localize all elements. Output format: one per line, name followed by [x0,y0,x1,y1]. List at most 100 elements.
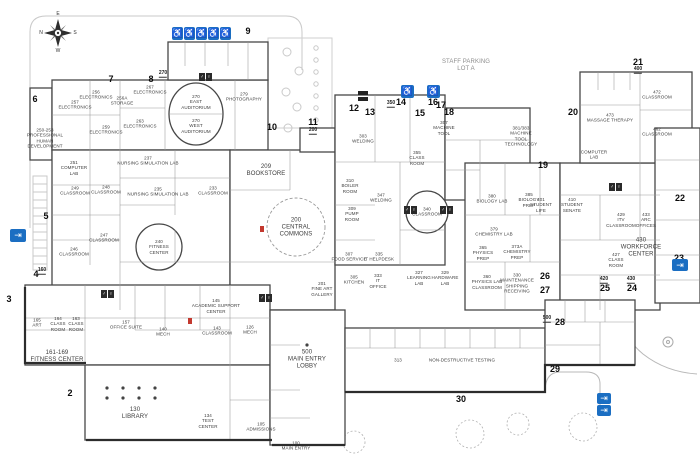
entry-number: 28 [554,317,566,327]
entry-number: 30 [455,394,467,404]
door-number: 200 [308,126,318,135]
entry-number: 11 [308,117,318,127]
staff-parking-label: STAFF PARKING LOT A [441,58,491,72]
automatic-door-icon: ⇥ [672,259,688,271]
wheelchair-accessible-icon: ♿ [219,27,232,40]
room-label: 327 LEARNING LAB [407,270,431,286]
door-number: 420 [599,275,609,284]
wheelchair-accessible-icon: ♿ [427,85,440,98]
room-label: 270 WEST AUDITORIUM [181,118,211,134]
room-label: 462 CLASSROOM [642,126,672,137]
room-label: 251 COMPUTER LAB [60,160,88,176]
room-label: 157 OFFICE SUITE [109,319,143,330]
room-label: 267 ELECTRONICS [133,84,167,95]
room-label: 385 BIOLOGY PREP [518,192,540,208]
library-label: 130 LIBRARY [121,406,149,420]
compass-letter-right: S [73,30,77,36]
room-label: 279 PHOTOGRAPHY [225,91,263,102]
room-label: 250-253 PROFESSIONAL HUMAN DEVELOPMENT [26,127,64,149]
entry-number: 22 [674,193,686,203]
entry-number: 25 [599,283,611,293]
door-number: 270 [158,69,168,78]
room-label: 401 STUDENT LIFE [530,197,552,213]
entry-number: 9 [245,26,251,36]
room-label: NON-DESTRUCTIVE TESTING [428,357,496,363]
room-label: 340 CLASSROOM [412,206,442,217]
entry-number: 18 [443,107,455,117]
room-label: 237 NURSING SIMULATION LAB [117,155,179,166]
restroom-icon: ♂♀ [101,290,114,298]
automatic-door-icon: ⇥ [10,229,26,242]
automatic-door-icon: ⇥ [597,405,611,416]
entry-number: 19 [537,160,549,170]
automatic-door-icon: ⇥ [597,393,611,404]
door-number: 430 [626,275,636,284]
room-label: 307 MACHINE TOOL [433,120,455,136]
workforce-center-label: 430 WORKFORCE CENTER [620,237,662,258]
door-number: 400 [633,65,643,74]
perimeter-wall [23,287,635,447]
room-label: 472 CLASSROOM [642,89,672,100]
entry-number: 27 [539,285,551,295]
entry-number: 8 [148,74,154,84]
entry-number: 2 [67,388,73,398]
restroom-icon: ♂♀ [609,183,622,191]
room-label: 140 MECH [156,326,170,337]
door-number: 500 [542,314,552,323]
entry-number: 23 [673,253,685,263]
entry-number: 13 [364,107,376,117]
room-label: 248 CLASSROOM [91,184,121,195]
room-label: 360 PHYSICS LAB CLASSROOM [471,274,503,290]
room-label: 235 NURSING SIMULATION LAB [127,186,189,197]
room-label: 270 EAST AUDITORIUM [181,94,211,110]
kiln-marks [358,91,368,101]
room-label: 473 MASSAGE THERAPY [586,112,634,123]
room-label: 305 KITCHEN [343,274,365,285]
room-label: 303 WELDING [352,133,374,144]
restroom-icon: ♂♀ [199,73,212,81]
room-label: 246 CLASSROOM [59,246,89,257]
room-label: 126 MECH [243,324,257,335]
room-label: 313 [394,357,402,363]
room-label: 249 CLASSROOM [60,185,90,196]
room-label: 143 CLASSROOM [202,325,232,336]
room-label: 427 CLASS ROOM [608,252,624,268]
wheelchair-accessible-icon: ♿ [171,27,184,40]
entry-number: 20 [567,107,579,117]
door-number: 160 [37,266,47,275]
room-label: COMPUTER LAB [580,149,608,160]
entry-number: 14 [395,97,407,107]
room-label: 256A STORAGE [110,95,134,106]
wheelchair-accessible-icon: ♿ [207,27,220,40]
room-label: 429 ITV CLASSROOM [606,212,636,228]
restroom-icon: ♂♀ [404,206,417,214]
wheelchair-accessible-icon: ♿ [195,27,208,40]
bookstore-label: 209 BOOKSTORE [246,163,286,177]
compass-letter-left: N [39,30,43,36]
room-label: 105 ADMISSIONS [246,421,276,432]
room-label: 373A CHEMISTRY PREP [503,244,531,260]
restroom-icon: ♂♀ [259,294,272,302]
entry-number: 12 [348,103,360,113]
room-label: 100 MAIN ENTRY [281,440,311,451]
compass-letter-top: E [56,11,60,17]
room-label: 259 ELECTRONICS [89,124,123,135]
room-label: 307 FOOD SERVICE [331,251,367,262]
room-label: 309 PUMP ROOM [344,206,360,222]
room-label: 134 TEST CENTER [198,413,218,429]
room-label: 381/383 MACHINE TOOL TECHNOLOGY [504,125,538,147]
room-label: 330 MAINTENANCE SHIPPING RECEIVING [500,272,534,294]
room-label: 163 CLASS ROOM [68,316,84,332]
room-label: 247 CLASSROOM [89,232,119,243]
column-dots [105,343,309,400]
entry-number: 21 [632,57,644,67]
room-label: 380 BIOLOGY LAB [476,193,508,204]
room-label: 145 ACADEMIC SUPPORT CENTER [191,298,241,314]
room-label: 165 ART [32,317,42,328]
room-label: 347 WELDING [370,192,392,203]
room-label: 310 BOILER ROOM [341,178,359,194]
building-walls [24,41,700,446]
